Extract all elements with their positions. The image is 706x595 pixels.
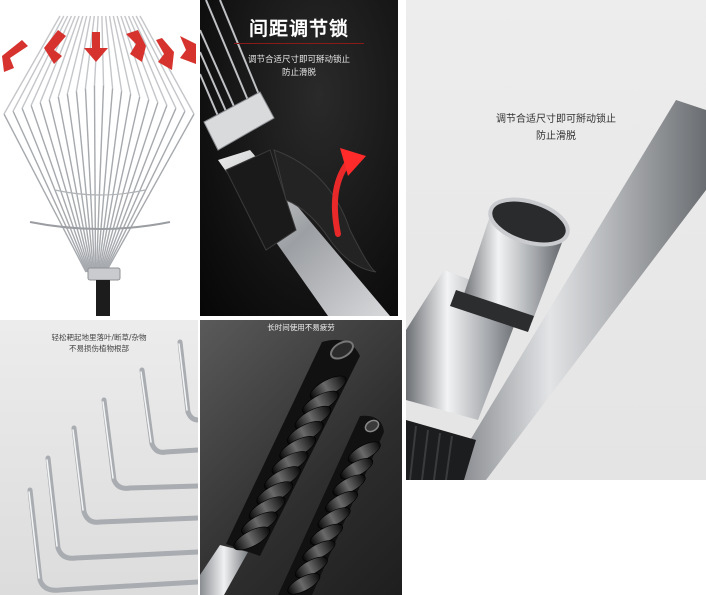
- bent-tines-illustration: [27, 339, 198, 593]
- rake-head-panel: [0, 0, 198, 316]
- lock-caption-line1: 调节合适尺寸即可掰动锁止: [247, 55, 350, 65]
- lock-title: 间距调节锁: [248, 18, 349, 40]
- lock-caption-line2: 防止滑脱: [281, 68, 316, 78]
- tines-caption-line2: 不易损伤植物根部: [69, 344, 129, 353]
- lock-mechanism-illustration: [200, 0, 390, 316]
- tines-caption-line1: 轻松耙起地里落叶/断草/杂物: [51, 333, 147, 342]
- adjust-arrow-icons: [2, 30, 196, 72]
- telescopic-handle-panel: 调节合适尺寸即可掰动锁止 防止滑脱: [406, 0, 706, 480]
- telescopic-tube-illustration: [406, 100, 706, 480]
- rake-head-illustration: [2, 15, 196, 316]
- grip-illustration: [200, 339, 384, 595]
- rake-tines-panel: 轻松耙起地里落叶/断草/杂物 不易损伤植物根部: [0, 320, 198, 595]
- tube-caption-line2: 防止滑脱: [536, 131, 576, 142]
- adjustment-lock-panel: 间距调节锁 调节合适尺寸即可掰动锁止 防止滑脱: [200, 0, 398, 316]
- grip-caption: 长时间使用不易疲劳: [267, 323, 335, 332]
- lock-arrow-icon: [340, 148, 366, 176]
- tube-caption-line1: 调节合适尺寸即可掰动锁止: [496, 114, 616, 125]
- title-divider: [234, 43, 364, 44]
- handle-grip-panel: 长时间使用不易疲劳: [200, 320, 402, 595]
